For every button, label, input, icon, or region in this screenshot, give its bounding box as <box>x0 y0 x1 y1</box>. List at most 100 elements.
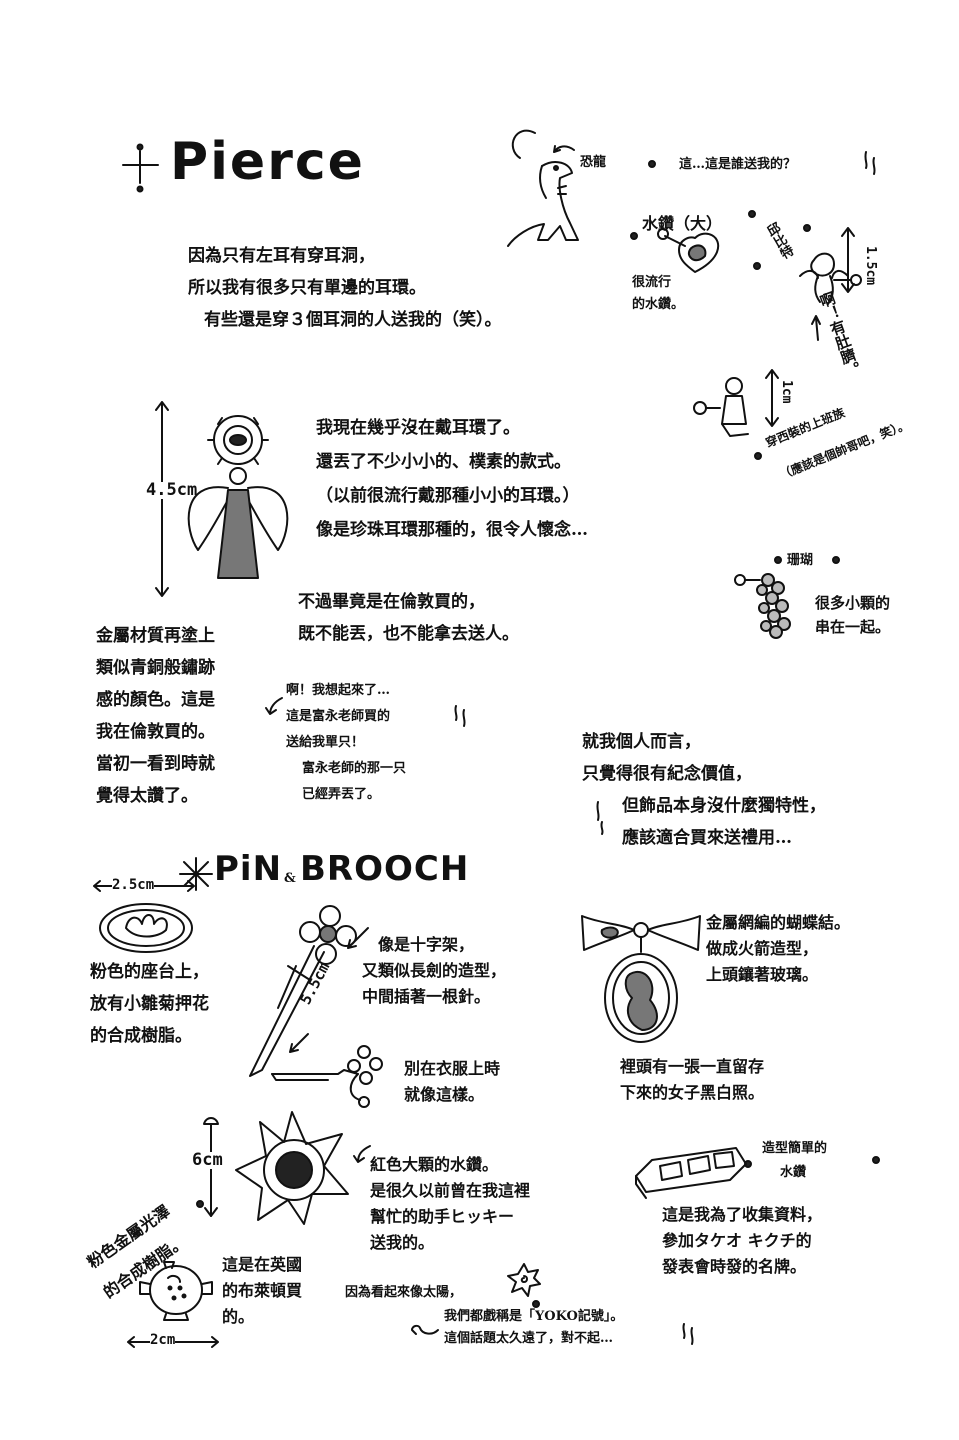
star-ornament-icon <box>179 857 213 891</box>
brighton-text-1: 這是在英國 <box>222 1255 303 1274</box>
dot-icon <box>754 452 762 460</box>
bow-text-2: 做成火箭造型， <box>706 939 819 958</box>
badge-text-3: 發表會時發的名牌。 <box>662 1257 807 1276</box>
umbrella-arrow-icon <box>203 1117 219 1217</box>
cupid-size-arrow <box>841 227 855 293</box>
dot-icon <box>832 556 840 564</box>
arrow-icon <box>553 145 575 153</box>
personal-text-3: 但飾品本身沒什麼獨特性， <box>622 796 826 816</box>
yoko-text-2: 這個話題太久遠了，對不起… <box>444 1331 614 1346</box>
bow-locket-brooch-icon <box>581 915 701 1043</box>
resin-size: 2cm <box>150 1332 176 1348</box>
dot-icon <box>648 160 656 168</box>
rhinestone-note-2: 的水鑽。 <box>632 297 685 312</box>
name-badge-brooch-icon <box>635 1147 747 1199</box>
personal-text-2: 只覺得很有紀念價值， <box>582 764 752 784</box>
middle-text-2: 還丟了不少小小的、樸素的款式。 <box>316 452 571 472</box>
daisy-text-1: 粉色的座台上， <box>90 962 209 982</box>
pierce-intro-3: 有些還是穿３個耳洞的人送我的（笑）。 <box>204 310 502 330</box>
dot-icon <box>196 1200 204 1208</box>
sweat-drop-icon <box>864 151 876 175</box>
sweat-drop-icon <box>596 801 604 835</box>
ampersand: & <box>284 871 296 886</box>
daisy-brooch-icon <box>99 903 193 953</box>
middle-text-4: 像是珍珠耳環那種的，很令人懷念… <box>316 520 588 540</box>
memory-text-1: 啊！我想起來了… <box>286 683 391 698</box>
brighton-text-3: 的。 <box>222 1307 255 1326</box>
sword-cross-brooch-icon <box>249 905 357 1077</box>
simple-text-1: 造型簡單的 <box>762 1141 828 1156</box>
simple-text-2: 水鑽 <box>780 1165 807 1180</box>
dot-icon <box>532 1300 540 1308</box>
dinosaur-earring-icon <box>507 129 579 247</box>
coral-note-2: 串在一起。 <box>815 618 891 636</box>
arrow-icon <box>411 1324 439 1335</box>
london-text-2: 既不能丟，也不能拿去送人。 <box>298 624 519 644</box>
personal-text-4: 應該適合買來送禮用… <box>622 828 792 848</box>
middle-text-1: 我現在幾乎沒在戴耳環了。 <box>316 418 520 438</box>
wear-text-1: 別在衣服上時 <box>404 1059 501 1078</box>
left-text-2: 類似青銅般鏽跡 <box>96 658 215 678</box>
middle-text-3: （以前很流行戴那種小小的耳環。） <box>316 486 580 506</box>
badge-text-1: 這是我為了收集資料， <box>662 1205 823 1224</box>
cross-text-1: 像是十字架， <box>378 935 475 954</box>
angel-size-arrow <box>155 401 169 597</box>
left-text-6: 覺得太讚了。 <box>96 786 198 806</box>
photo-text-2: 下來的女子黑白照。 <box>620 1083 765 1102</box>
daisy-text-3: 的合成樹脂。 <box>90 1026 192 1046</box>
who-gave-text: 這…這是誰送我的？ <box>679 157 797 172</box>
memory-text-2: 這是富永老師買的 <box>286 709 391 724</box>
angel-earring-icon <box>187 415 289 579</box>
dot-icon <box>748 210 756 218</box>
pierce-heading: Pierce <box>170 132 365 192</box>
sweat-drop-icon <box>682 1323 694 1345</box>
memory-text-5: 已經弄丟了。 <box>302 787 381 802</box>
cupid-earring-icon <box>799 252 862 305</box>
cross-text-2: 又類似長劍的造型， <box>362 961 507 980</box>
arrow-icon <box>353 1145 371 1163</box>
star-rhinestone-brooch-icon <box>235 1111 349 1225</box>
left-text-3: 感的顏色。這是 <box>96 690 215 710</box>
coral-earring-icon <box>734 573 791 639</box>
brooch-heading: BROOCH <box>300 849 470 889</box>
arrow-icon <box>265 697 283 715</box>
london-text-1: 不過畢竟是在倫敦買的， <box>298 592 485 612</box>
angel-size: 4.5cm <box>146 480 198 500</box>
red-text-1: 紅色大顆的水鑽。 <box>370 1155 499 1174</box>
red-text-4: 送我的。 <box>370 1233 435 1252</box>
photo-text-1: 裡頭有一張一直留存 <box>620 1057 765 1076</box>
cupid-size: 1.5cm <box>863 246 878 286</box>
dot-icon <box>753 262 761 270</box>
left-text-1: 金屬材質再塗上 <box>96 626 215 646</box>
brighton-text-2: 的布萊頓買 <box>222 1281 303 1300</box>
sweat-drop-icon <box>454 705 466 727</box>
bow-text-3: 上頭鑲著玻璃。 <box>706 965 819 984</box>
salaryman-earring-icon <box>693 377 749 437</box>
pin-worn-icon <box>271 1045 383 1108</box>
dinosaur-label: 恐龍 <box>580 155 607 170</box>
suit-size-arrow <box>765 369 779 427</box>
rhinestone-earring-icon <box>657 228 720 273</box>
red-text-3: 幫忙的助手ヒッキー <box>370 1207 515 1226</box>
cross-text-3: 中間插著一根針。 <box>362 987 491 1006</box>
sun-text: 因為看起來像太陽， <box>345 1285 463 1300</box>
pin-heading: PiN <box>214 849 283 889</box>
memory-text-3: 送給我單只！ <box>286 735 365 750</box>
pierce-intro-2: 所以我有很多只有單邊的耳環。 <box>188 278 426 298</box>
suit-size: 1cm <box>779 380 794 404</box>
pierce-intro-1: 因為只有左耳有穿耳洞， <box>188 246 375 266</box>
arrow-icon <box>289 1033 309 1053</box>
dot-icon <box>630 232 638 240</box>
arrow-icon <box>347 927 369 949</box>
personal-text-1: 就我個人而言， <box>582 732 701 752</box>
rhinestone-label: 水鑽（大） <box>642 214 723 233</box>
dot-icon <box>803 224 811 232</box>
sun-resin-brooch-icon <box>139 1261 213 1321</box>
dot-icon <box>774 556 782 564</box>
red-text-2: 是很久以前曾在我這裡 <box>370 1181 531 1200</box>
daisy-text-2: 放有小雛菊押花 <box>90 994 209 1014</box>
daisy-size: 2.5cm <box>112 877 155 893</box>
badge-text-2: 參加タケオ キクチ的 <box>662 1231 812 1250</box>
bow-text-1: 金屬網編的蝴蝶結。 <box>706 913 851 932</box>
yoko-text-1: 我們都戲稱是「YOKO記號」。 <box>444 1309 624 1324</box>
